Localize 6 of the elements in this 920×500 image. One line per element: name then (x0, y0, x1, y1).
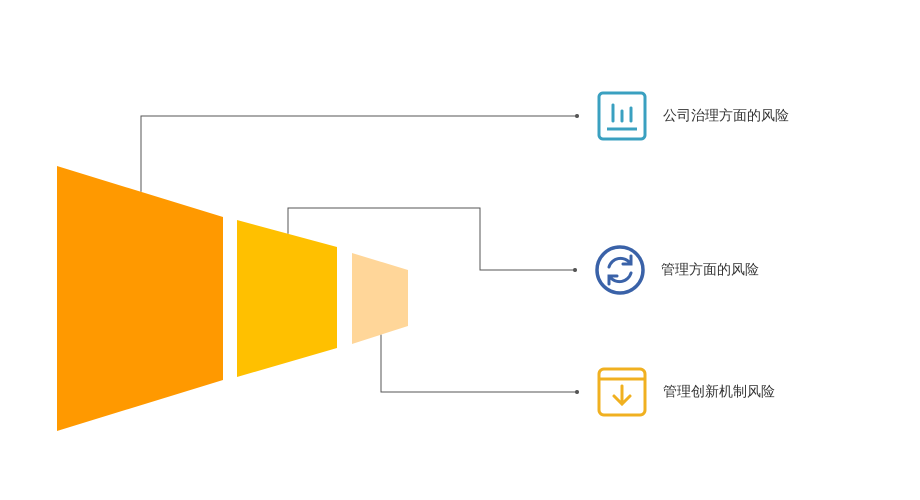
leader-line (140, 114, 579, 192)
risk-label: 公司治理方面的风险 (663, 107, 789, 125)
risk-label: 管理方面的风险 (661, 261, 759, 279)
risk-label: 管理创新机制风险 (663, 383, 775, 401)
leader-line (380, 334, 579, 394)
leader-line (288, 208, 577, 272)
